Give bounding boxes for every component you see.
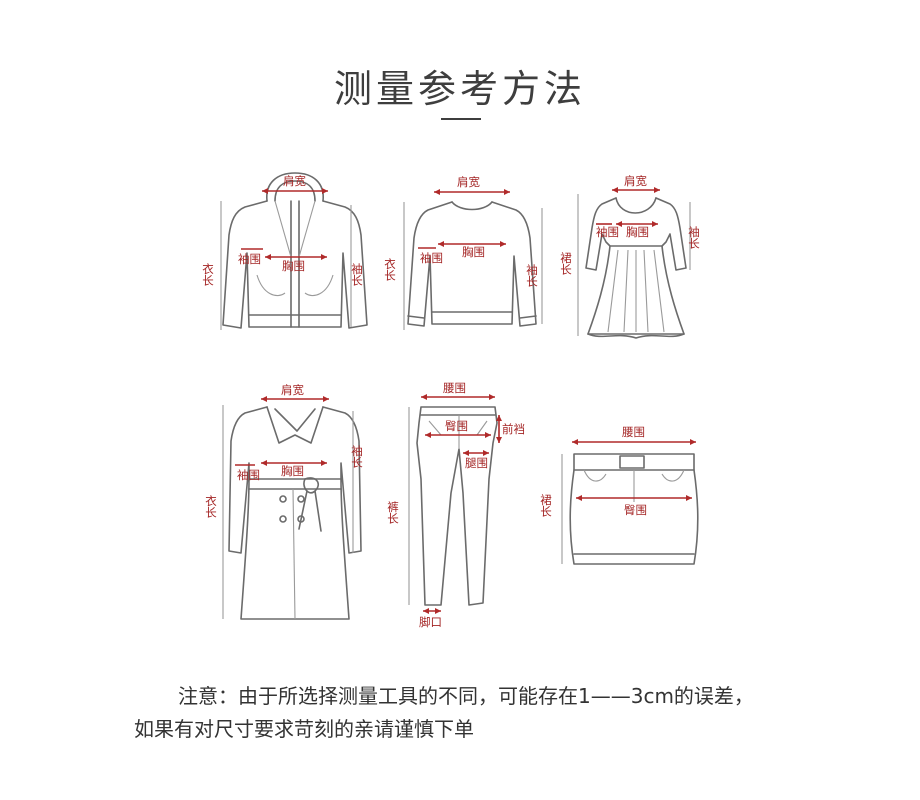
coat-chest-label: 胸围	[281, 464, 304, 478]
note-line-1: 注意：由于所选择测量工具的不同，可能存在1——3cm的误差，	[134, 680, 834, 713]
coat-sleeve-circ-label: 袖围	[237, 468, 260, 482]
skirt-waist-label: 腰围	[622, 425, 645, 439]
coat-length-label: 衣长	[204, 494, 218, 518]
pants-hem-label: 脚口	[419, 615, 442, 629]
dress-sleeve-length-label: 袖长	[687, 225, 701, 249]
dress-length-label: 裙长	[559, 252, 573, 275]
skirt-hip-label: 臀围	[624, 503, 647, 517]
sweater-sleeve-circ-label: 袖围	[420, 251, 443, 265]
pants-length-label: 裤长	[386, 500, 400, 524]
page-title: 测量参考方法	[0, 58, 920, 113]
pants-rise-label: 前裆	[502, 422, 525, 436]
skirt-diagram: 腰围 臀围 裙长	[540, 418, 720, 578]
note-line-2: 如果有对尺寸要求苛刻的亲请谨慎下单	[134, 713, 834, 746]
hoodie-sleeve-circ-label: 袖围	[238, 252, 261, 266]
pants-thigh-label: 腿围	[465, 456, 488, 470]
sweater-shoulder-label: 肩宽	[457, 175, 480, 189]
coat-diagram: 肩宽 袖围 胸围 衣长 袖长	[205, 383, 385, 628]
sweater-chest-label: 胸围	[462, 245, 485, 259]
hoodie-diagram: 肩宽 袖围 胸围 衣长 袖长	[205, 165, 385, 350]
pants-hip-label: 臀围	[445, 419, 468, 433]
dress-sleeve-circ-label: 袖围	[596, 225, 619, 239]
hoodie-length-label: 衣长	[201, 262, 215, 286]
sweater-diagram: 肩宽 袖围 胸围 衣长 袖长	[382, 172, 562, 352]
dress-diagram: 肩宽 袖围 胸围 裙长 袖长	[562, 172, 722, 352]
title-underline	[441, 118, 481, 120]
pants-diagram: 腰围 臀围 前裆 腿围 裤长 脚口	[385, 383, 545, 633]
pants-waist-label: 腰围	[443, 381, 466, 395]
hoodie-shoulder-label: 肩宽	[283, 174, 306, 188]
dress-chest-label: 胸围	[626, 225, 649, 239]
measurement-note: 注意：由于所选择测量工具的不同，可能存在1——3cm的误差， 如果有对尺寸要求苛…	[134, 680, 834, 746]
skirt-length-label: 裙长	[539, 494, 553, 517]
coat-shoulder-label: 肩宽	[281, 383, 304, 397]
hoodie-sleeve-length-label: 袖长	[350, 262, 364, 286]
hoodie-chest-label: 胸围	[282, 259, 305, 273]
dress-shoulder-label: 肩宽	[624, 174, 647, 188]
coat-sleeve-length-label: 袖长	[350, 444, 364, 468]
sweater-sleeve-length-label: 袖长	[525, 263, 539, 287]
sweater-length-label: 衣长	[383, 257, 397, 281]
